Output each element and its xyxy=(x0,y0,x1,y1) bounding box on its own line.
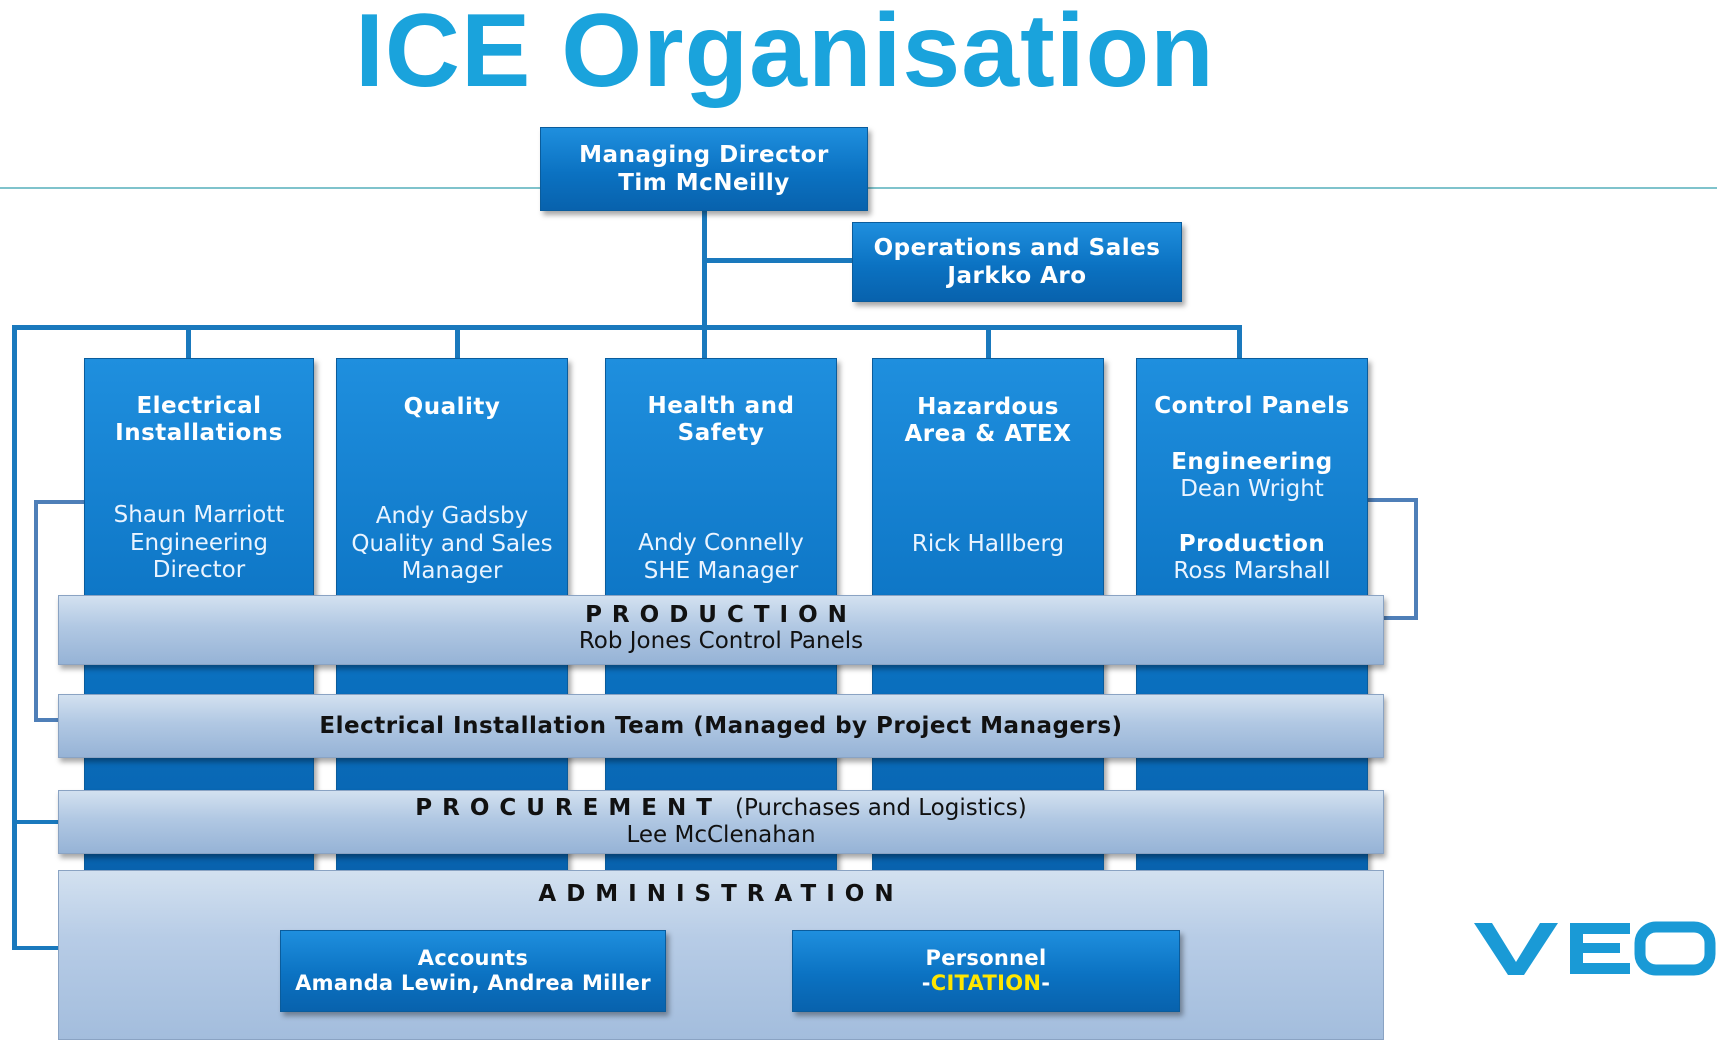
production-title: PRODUCTION xyxy=(585,602,857,628)
citation-suffix: - xyxy=(1041,971,1051,995)
column-person: Rick Hallberg xyxy=(911,531,1065,557)
ops-name: Jarkko Aro xyxy=(947,263,1087,289)
connector-to-procurement xyxy=(12,820,60,824)
connector-drop-1 xyxy=(186,325,191,360)
personnel-box: Personnel -CITATION- xyxy=(792,930,1180,1012)
connector-md-vertical xyxy=(702,210,707,360)
production-person: Ross Marshall xyxy=(1173,558,1331,584)
connector-inner-left-spine xyxy=(34,500,38,722)
page-title: ICE Organisation xyxy=(355,0,1215,109)
connector-to-admin xyxy=(12,946,60,950)
managing-director-box: Managing Director Tim McNeilly xyxy=(540,127,868,211)
citation-text: CITATION xyxy=(930,971,1042,995)
connector-left-spine xyxy=(12,325,17,950)
operations-box: Operations and Sales Jarkko Aro xyxy=(852,222,1182,302)
production-heading: Production xyxy=(1178,531,1326,557)
column-person: Andy Connelly SHE Manager xyxy=(638,530,804,584)
column-person: Andy Gadsby Quality and Sales Manager xyxy=(351,503,553,584)
citation-prefix: - xyxy=(921,971,931,995)
administration-band: ADMINISTRATION xyxy=(58,870,1384,1040)
personnel-role: Personnel xyxy=(925,946,1047,970)
connector-drop-2 xyxy=(455,325,460,360)
procurement-person: Lee McClenahan xyxy=(626,822,816,848)
administration-title: ADMINISTRATION xyxy=(538,881,904,907)
accounts-names: Amanda Lewin, Andrea Miller xyxy=(295,971,651,995)
column-person: Shaun Marriott Engineering Director xyxy=(113,502,285,583)
procurement-title: PROCUREMENT xyxy=(415,795,722,821)
connector-inner-left-top xyxy=(34,500,86,504)
md-role: Managing Director xyxy=(579,142,829,168)
production-person: Rob Jones Control Panels xyxy=(578,628,864,654)
connector-drop-4 xyxy=(986,325,991,360)
electrical-team-title: Electrical Installation Team (Managed by… xyxy=(319,713,1123,739)
procurement-band: PROCUREMENT (Purchases and Logistics) Le… xyxy=(58,790,1384,854)
connector-right-bracket-vertical xyxy=(1414,498,1418,620)
connector-right-bracket-bottom xyxy=(1384,616,1418,620)
connector-drop-5 xyxy=(1237,325,1242,360)
column-heading: Control Panels xyxy=(1154,393,1350,419)
personnel-citation: -CITATION- xyxy=(793,971,1179,996)
connector-inner-left-bottom xyxy=(34,718,60,722)
md-name: Tim McNeilly xyxy=(618,170,790,196)
connector-right-bracket-top xyxy=(1366,498,1418,502)
connector-ops xyxy=(702,258,852,263)
column-heading: Hazardous Area & ATEX xyxy=(904,394,1072,447)
connector-horizontal-bus xyxy=(12,325,1242,330)
engineering-person: Dean Wright xyxy=(1180,476,1324,502)
veo-logo xyxy=(1474,921,1716,976)
accounts-role: Accounts xyxy=(417,946,529,970)
column-heading: Health and Safety xyxy=(647,393,795,446)
production-band: PRODUCTION Rob Jones Control Panels xyxy=(58,595,1384,665)
ops-role: Operations and Sales xyxy=(873,235,1161,261)
procurement-note: (Purchases and Logistics) xyxy=(734,795,1027,821)
accounts-box: Accounts Amanda Lewin, Andrea Miller xyxy=(280,930,666,1012)
engineering-heading: Engineering xyxy=(1171,449,1333,475)
electrical-team-band: Electrical Installation Team (Managed by… xyxy=(58,694,1384,758)
column-heading: Electrical Installations xyxy=(115,393,283,446)
column-heading: Quality xyxy=(403,394,501,420)
